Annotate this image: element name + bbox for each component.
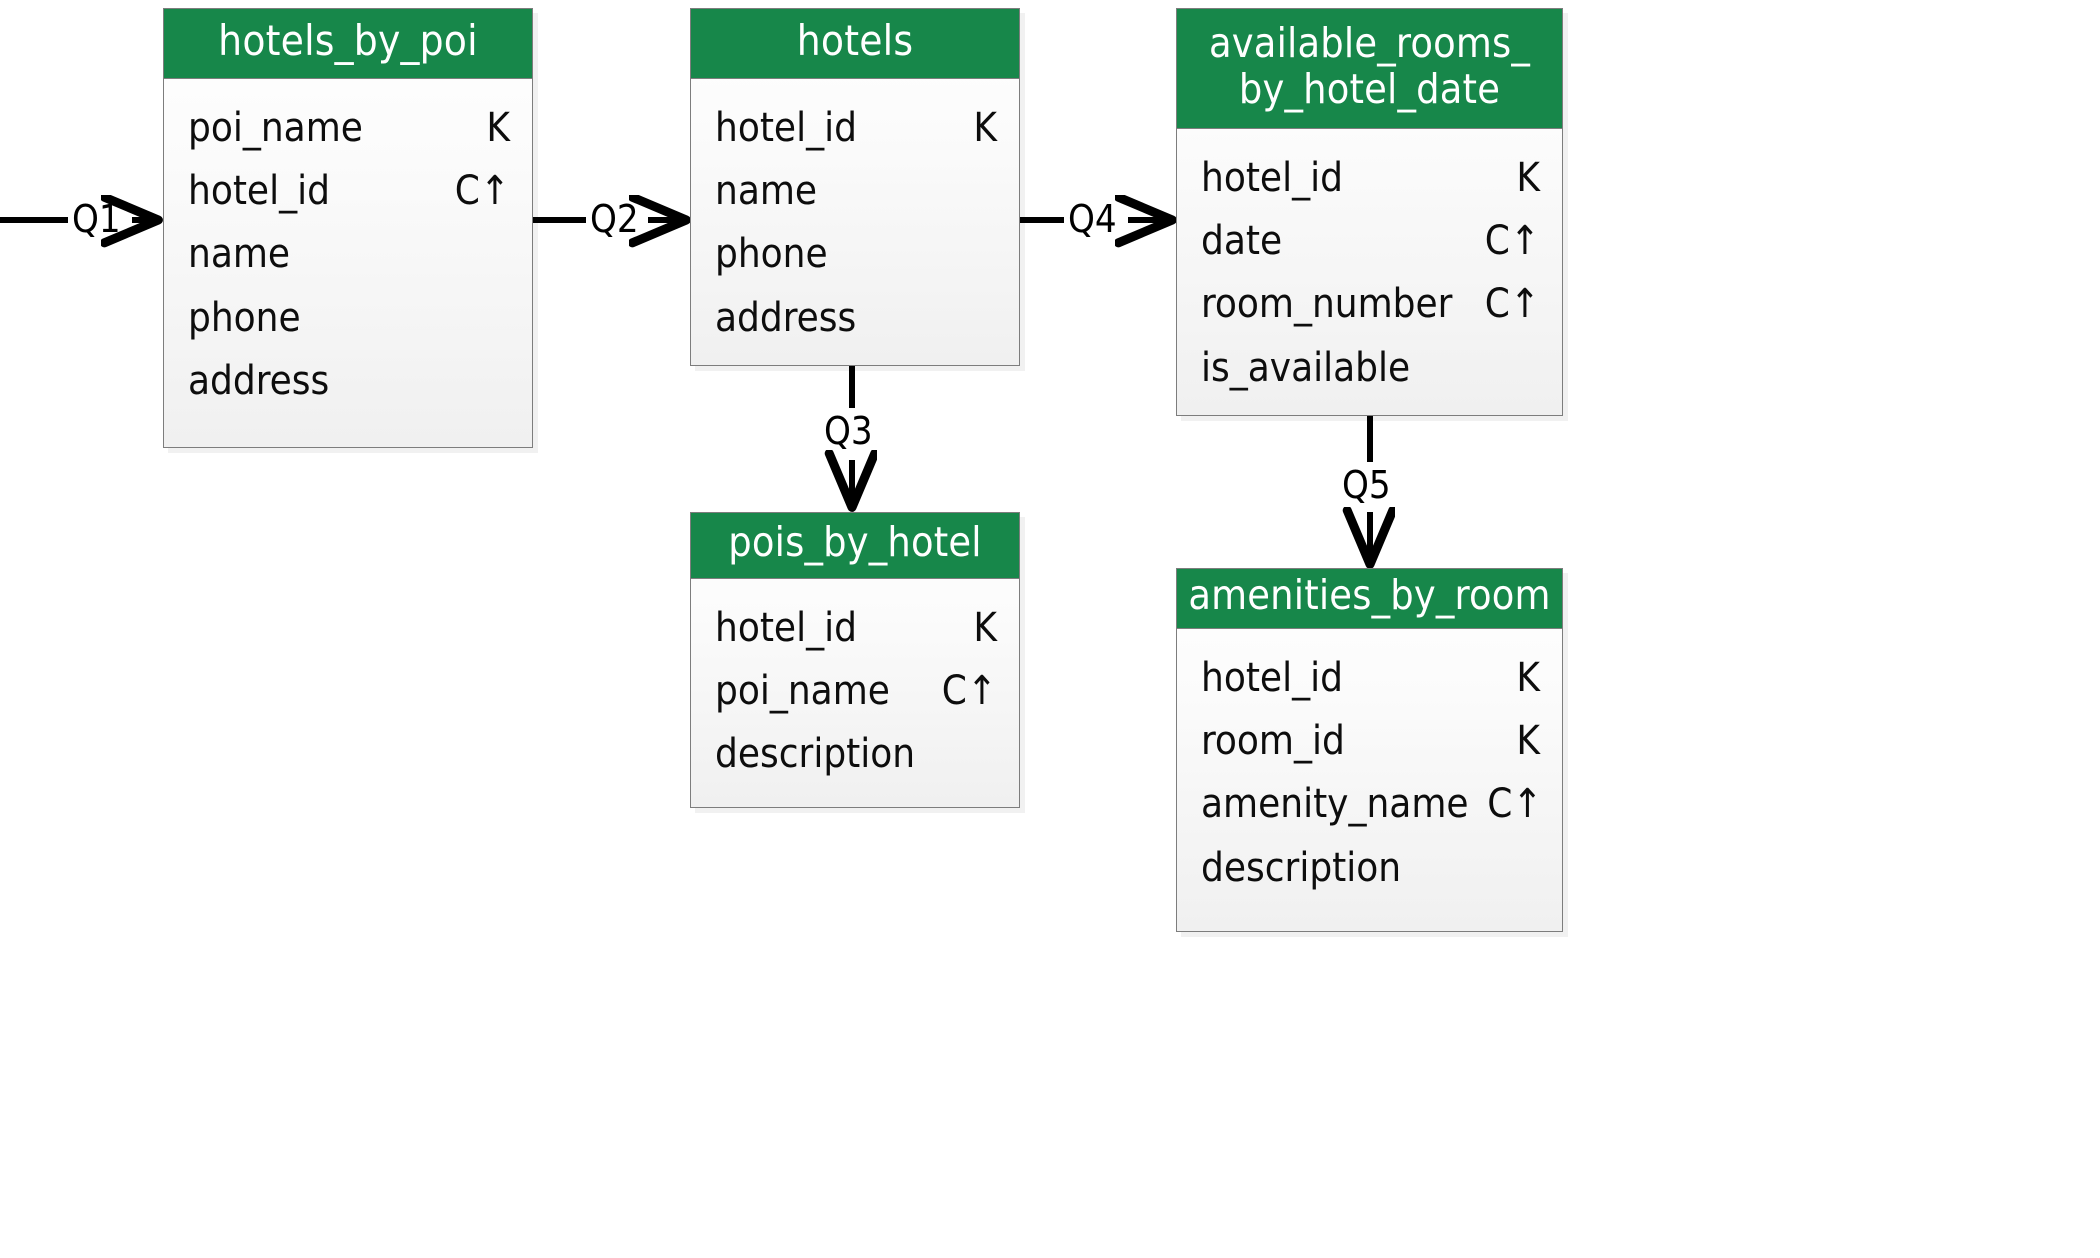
table-title-hotels: hotels [691, 9, 1019, 79]
table-fields-hotels-by-poi: poi_name K hotel_id C↑ name phone addres… [164, 79, 532, 433]
table-title-pois-by-hotel: pois_by_hotel [691, 513, 1019, 579]
table-hotels-by-poi[interactable]: hotels_by_poi poi_name K hotel_id C↑ nam… [163, 8, 533, 448]
field-row: hotel_id K [1201, 647, 1540, 710]
field-name: room_number [1201, 281, 1453, 328]
table-title-hotels-by-poi: hotels_by_poi [164, 9, 532, 79]
edge-label-q5: Q5 [1342, 463, 1391, 507]
field-row: phone [188, 287, 510, 350]
table-fields-pois-by-hotel: hotel_id K poi_name C↑ description [691, 579, 1019, 807]
field-name: address [188, 357, 330, 404]
edge-label-q1: Q1 [72, 197, 121, 241]
table-title-amenities-by-room: amenities_by_room [1177, 569, 1562, 629]
field-key-marker: C↑ [454, 168, 510, 215]
field-row: is_available [1201, 337, 1540, 400]
table-fields-amenities-by-room: hotel_id K room_id K amenity_name C↑ des… [1177, 629, 1562, 920]
field-row: hotel_id K [715, 97, 997, 160]
table-amenities-by-room[interactable]: amenities_by_room hotel_id K room_id K a… [1176, 568, 1563, 932]
field-name: date [1201, 218, 1283, 265]
field-key-marker: K [486, 105, 510, 151]
table-available-rooms-by-hotel-date[interactable]: available_rooms_ by_hotel_date hotel_id … [1176, 8, 1563, 416]
field-row: poi_name C↑ [715, 660, 997, 723]
field-key-marker: C↑ [1484, 281, 1540, 328]
field-name: phone [188, 294, 301, 341]
field-row: phone [715, 223, 997, 286]
field-name: room_id [1201, 718, 1345, 765]
field-key-marker: C↑ [1484, 218, 1540, 265]
table-hotels[interactable]: hotels hotel_id K name phone address [690, 8, 1020, 366]
field-name: amenity_name [1201, 781, 1469, 828]
edge-label-q2: Q2 [590, 197, 639, 241]
field-row: address [715, 287, 997, 350]
table-fields-hotels: hotel_id K name phone address [691, 79, 1019, 370]
edge-label-q3: Q3 [824, 409, 873, 453]
field-key-marker: K [1516, 655, 1540, 701]
field-key-marker: K [973, 105, 997, 151]
field-name: description [715, 731, 916, 778]
field-name: poi_name [715, 668, 890, 715]
table-fields-available-rooms-by-hotel-date: hotel_id K date C↑ room_number C↑ is_ava… [1177, 129, 1562, 420]
field-name: hotel_id [1201, 655, 1343, 701]
field-name: phone [715, 231, 828, 278]
field-name: address [715, 294, 857, 341]
field-row: description [1201, 837, 1540, 900]
field-row: room_number C↑ [1201, 273, 1540, 336]
field-row: poi_name K [188, 97, 510, 160]
field-row: description [715, 723, 997, 786]
table-title-available-rooms-by-hotel-date: available_rooms_ by_hotel_date [1177, 9, 1562, 129]
field-row: hotel_id K [1201, 147, 1540, 210]
field-row: hotel_id K [715, 597, 997, 660]
field-key-marker: K [1516, 718, 1540, 765]
field-name: description [1201, 844, 1402, 891]
field-row: address [188, 350, 510, 413]
field-key-marker: K [973, 605, 997, 651]
field-name: name [715, 168, 818, 215]
field-row: room_id K [1201, 710, 1540, 773]
field-name: hotel_id [715, 605, 857, 651]
field-name: hotel_id [1201, 155, 1343, 201]
field-name: poi_name [188, 105, 363, 151]
field-row: name [715, 160, 997, 223]
field-name: is_available [1201, 344, 1411, 391]
field-key-marker: C↑ [941, 668, 997, 715]
field-name: hotel_id [715, 105, 857, 151]
table-pois-by-hotel[interactable]: pois_by_hotel hotel_id K poi_name C↑ des… [690, 512, 1020, 808]
field-row: date C↑ [1201, 210, 1540, 273]
field-name: hotel_id [188, 168, 330, 215]
field-row: amenity_name C↑ [1201, 773, 1543, 836]
field-key-marker: C↑ [1487, 781, 1543, 828]
field-row: name [188, 223, 510, 286]
field-row: hotel_id C↑ [188, 160, 510, 223]
field-key-marker: K [1516, 155, 1540, 201]
edge-label-q4: Q4 [1068, 197, 1117, 241]
field-name: name [188, 231, 291, 278]
